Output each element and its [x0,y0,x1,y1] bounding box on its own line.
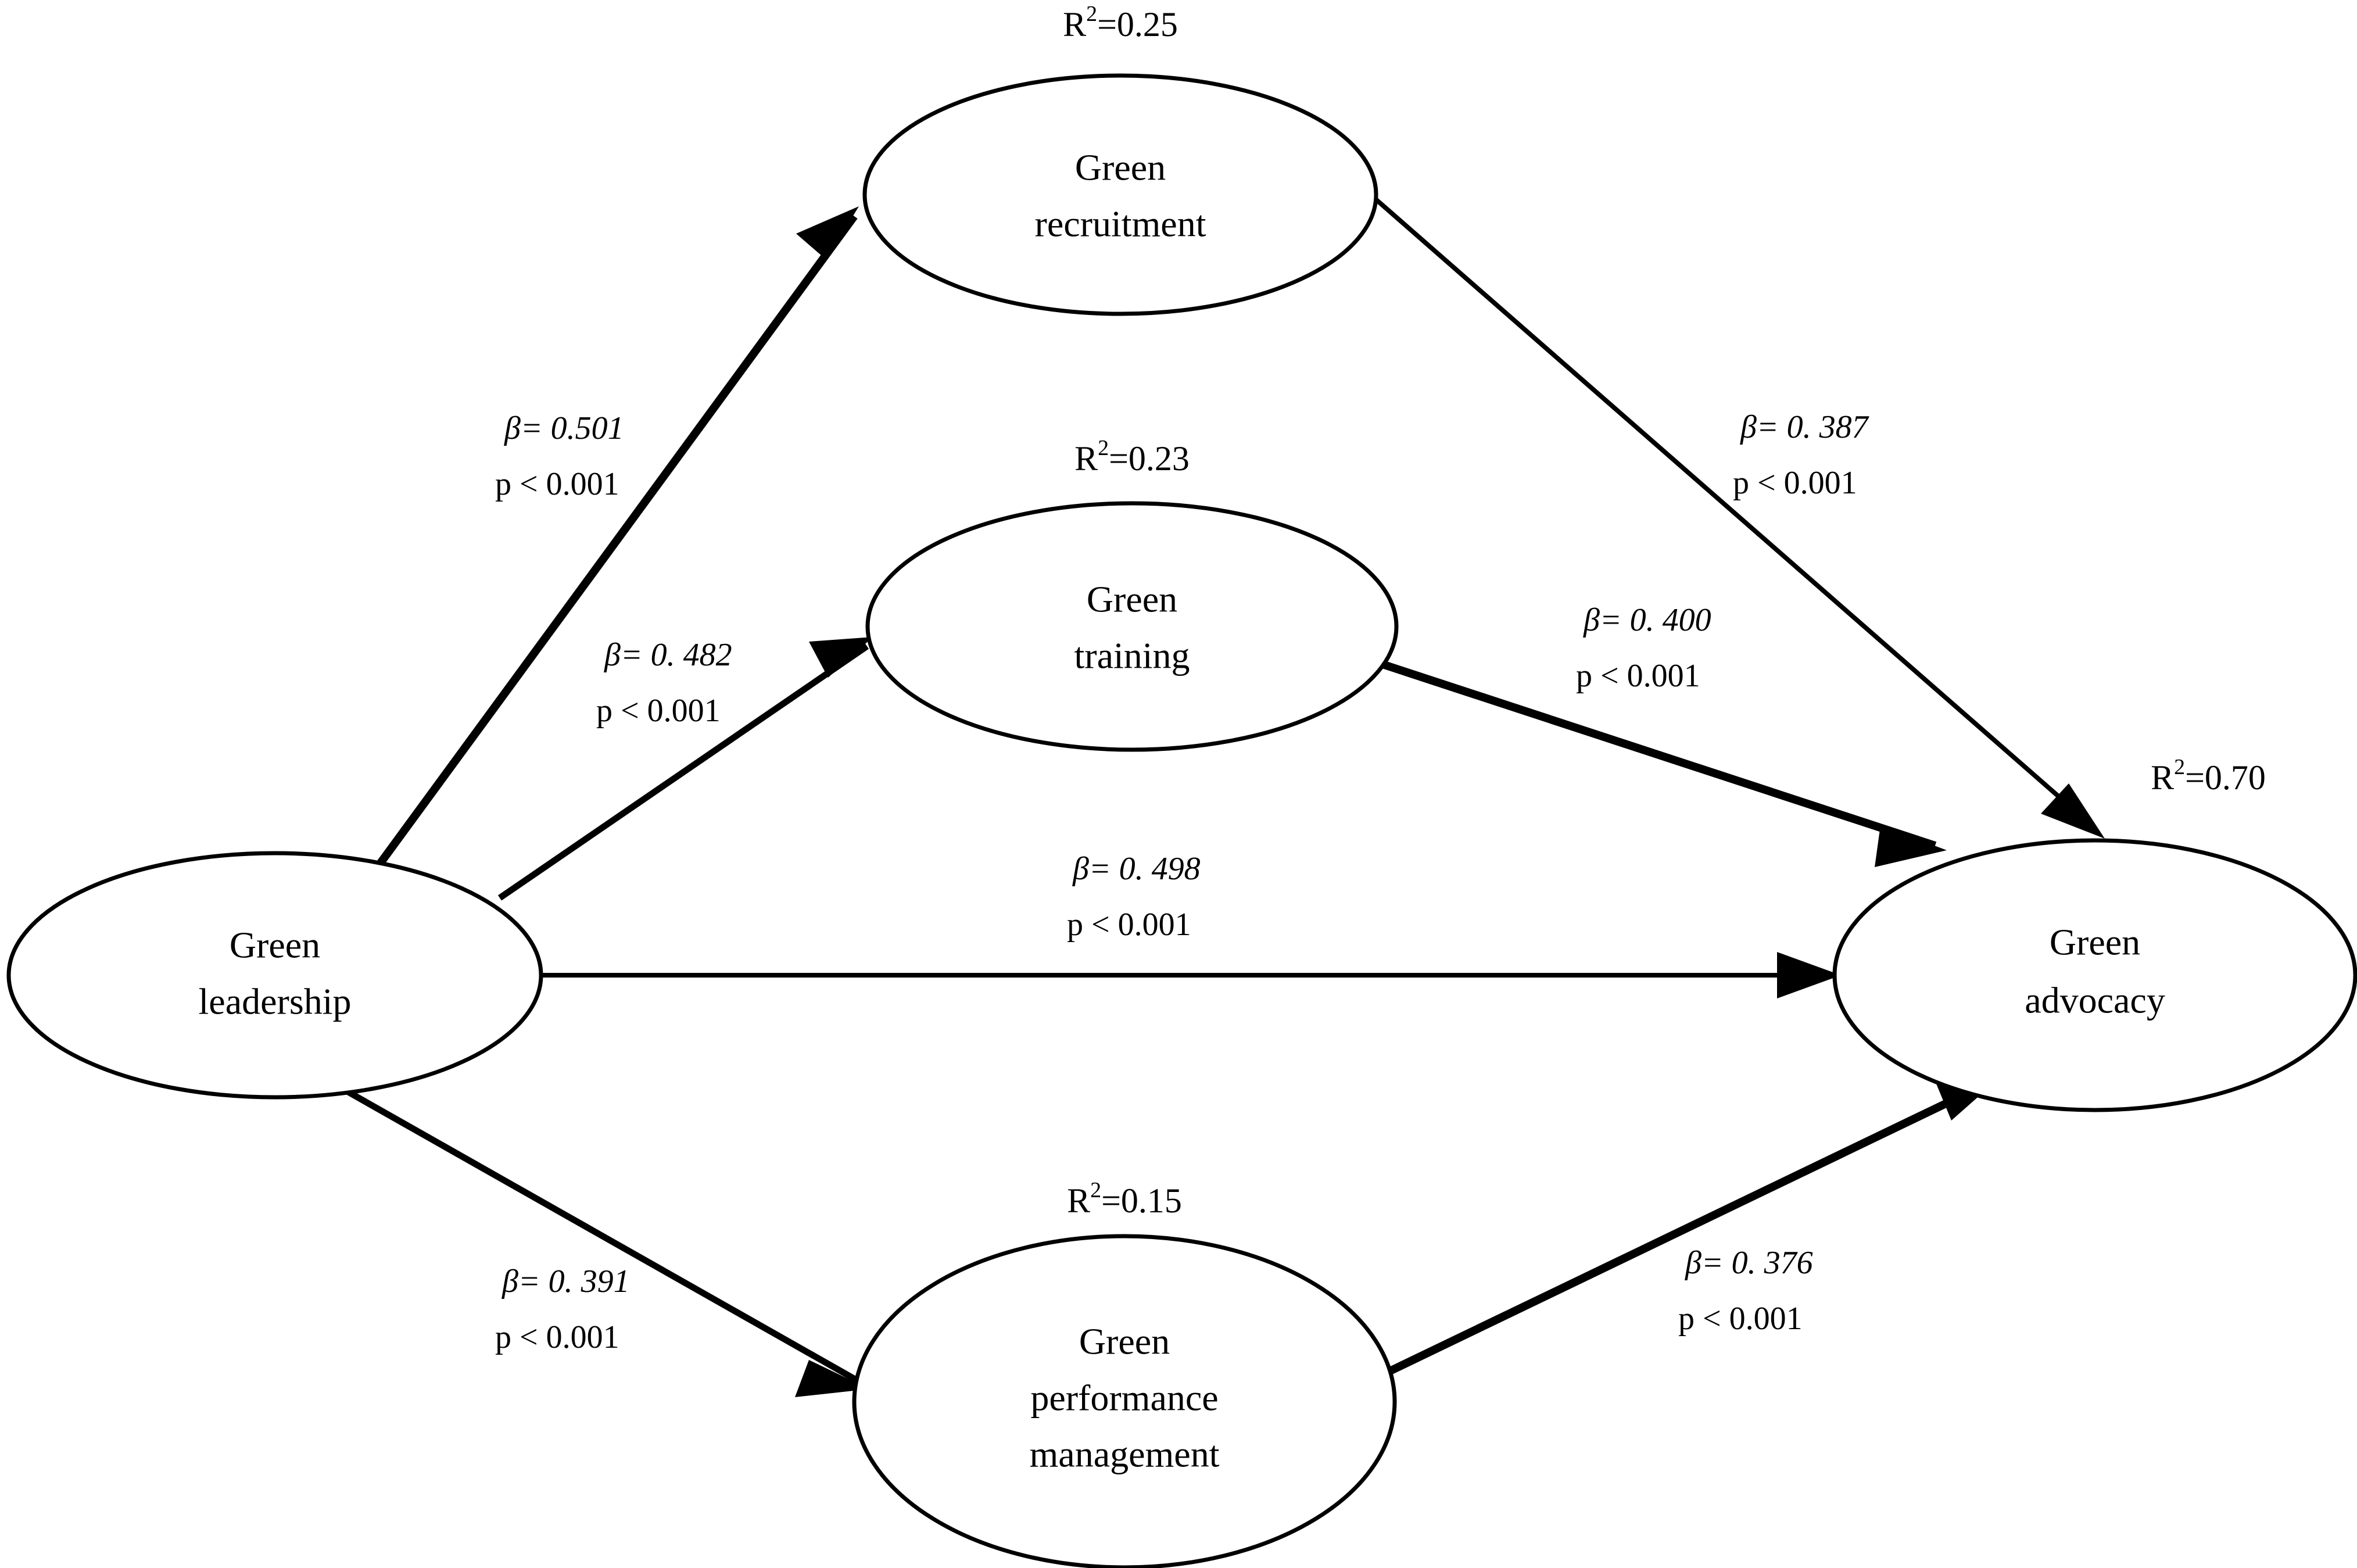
beta-label-leadership-advocacy: β= 0. 498 [1072,851,1201,887]
r2-label-green-advocacy: R2=0.70 [2151,755,2266,797]
p-label-leadership-training: p < 0.001 [596,693,721,729]
path-recruitment-to-advocacy [1367,191,2105,839]
path-line-training-advocacy [1375,658,1937,850]
arrow-head-leadership-recruitment [796,206,859,260]
node-label-green-training-line1: Green [1087,579,1177,620]
path-line-recruitment-advocacy [1367,191,2097,830]
p-label-leadership-advocacy: p < 0.001 [1067,907,1191,943]
edge-label-leadership-to-performance: β= 0. 391 p < 0.001 [495,1263,630,1355]
edge-label-leadership-to-recruitment: β= 0.501 p < 0.001 [495,410,624,502]
path-leadership-to-recruitment [368,206,859,878]
r2-label-green-training: R2=0.23 [1074,436,1190,478]
beta-label-training-advocacy: β= 0. 400 [1583,602,1711,638]
node-label-green-performance-line1: Green [1079,1321,1170,1362]
beta-label-recruitment-advocacy: β= 0. 387 [1740,409,1869,445]
node-label-green-advocacy-line2: advocacy [2025,980,2165,1021]
arrow-head-recruitment-advocacy [2041,783,2105,839]
node-ellipse-green-advocacy[interactable] [1832,838,2357,1112]
node-label-green-recruitment-line2: recruitment [1035,203,1206,245]
path-line-leadership-recruitment [368,213,858,878]
node-label-green-leadership-line1: Green [230,925,320,966]
node-label-green-leadership-line2: leadership [199,981,352,1022]
p-label-leadership-recruitment: p < 0.001 [495,466,619,502]
edge-label-recruitment-to-advocacy: β= 0. 387 p < 0.001 [1733,409,1869,501]
node-green-training[interactable]: Green training R2=0.23 [865,436,1399,752]
node-green-leadership[interactable]: Green leadership [6,851,543,1100]
edge-label-performance-to-advocacy: β= 0. 376 p < 0.001 [1678,1245,1813,1337]
arrow-head-leadership-training [809,637,873,678]
node-label-green-advocacy-line1: Green [2050,922,2140,963]
node-ellipse-green-leadership[interactable] [6,851,543,1100]
path-leadership-to-training [497,637,873,901]
path-line-leadership-training [497,643,869,901]
edge-label-leadership-to-training: β= 0. 482 p < 0.001 [596,637,732,729]
node-label-green-recruitment-line1: Green [1075,147,1166,188]
beta-label-leadership-performance: β= 0. 391 [502,1263,630,1299]
p-label-recruitment-advocacy: p < 0.001 [1733,465,1857,501]
beta-label-leadership-training: β= 0. 482 [604,637,732,673]
node-green-performance-management[interactable]: Green performance management R2=0.15 [852,1178,1397,1568]
node-green-recruitment[interactable]: Green recruitment R2=0.25 [862,2,1378,316]
path-leadership-to-performance [335,1083,869,1397]
node-label-green-performance-line2: performance [1030,1377,1218,1419]
p-label-leadership-performance: p < 0.001 [495,1319,619,1355]
node-ellipse-green-training[interactable] [865,501,1399,752]
node-green-advocacy[interactable]: Green advocacy R2=0.70 [1832,755,2357,1112]
path-line-performance-advocacy [1387,1078,1993,1376]
node-ellipse-green-recruitment[interactable] [862,73,1378,316]
arrow-head-leadership-advocacy [1777,952,1841,998]
r2-label-green-performance-management: R2=0.15 [1067,1178,1182,1220]
arrow-head-leadership-performance [795,1360,869,1397]
p-label-training-advocacy: p < 0.001 [1576,658,1700,694]
edge-label-training-to-advocacy: β= 0. 400 p < 0.001 [1576,602,1711,694]
path-leadership-to-advocacy [540,952,1841,998]
p-label-performance-advocacy: p < 0.001 [1678,1301,1803,1337]
node-ellipse-green-performance-management[interactable] [852,1234,1397,1568]
beta-label-leadership-recruitment: β= 0.501 [504,410,624,446]
beta-label-performance-advocacy: β= 0. 376 [1685,1245,1813,1281]
r2-label-green-recruitment: R2=0.25 [1063,2,1178,44]
arrow-head-training-advocacy [1875,825,1947,867]
path-training-to-advocacy [1375,658,1947,867]
node-label-green-training-line2: training [1074,635,1190,676]
node-label-green-performance-line3: management [1030,1434,1220,1475]
path-line-leadership-performance [335,1083,862,1385]
edge-label-leadership-to-advocacy: β= 0. 498 p < 0.001 [1067,851,1201,943]
